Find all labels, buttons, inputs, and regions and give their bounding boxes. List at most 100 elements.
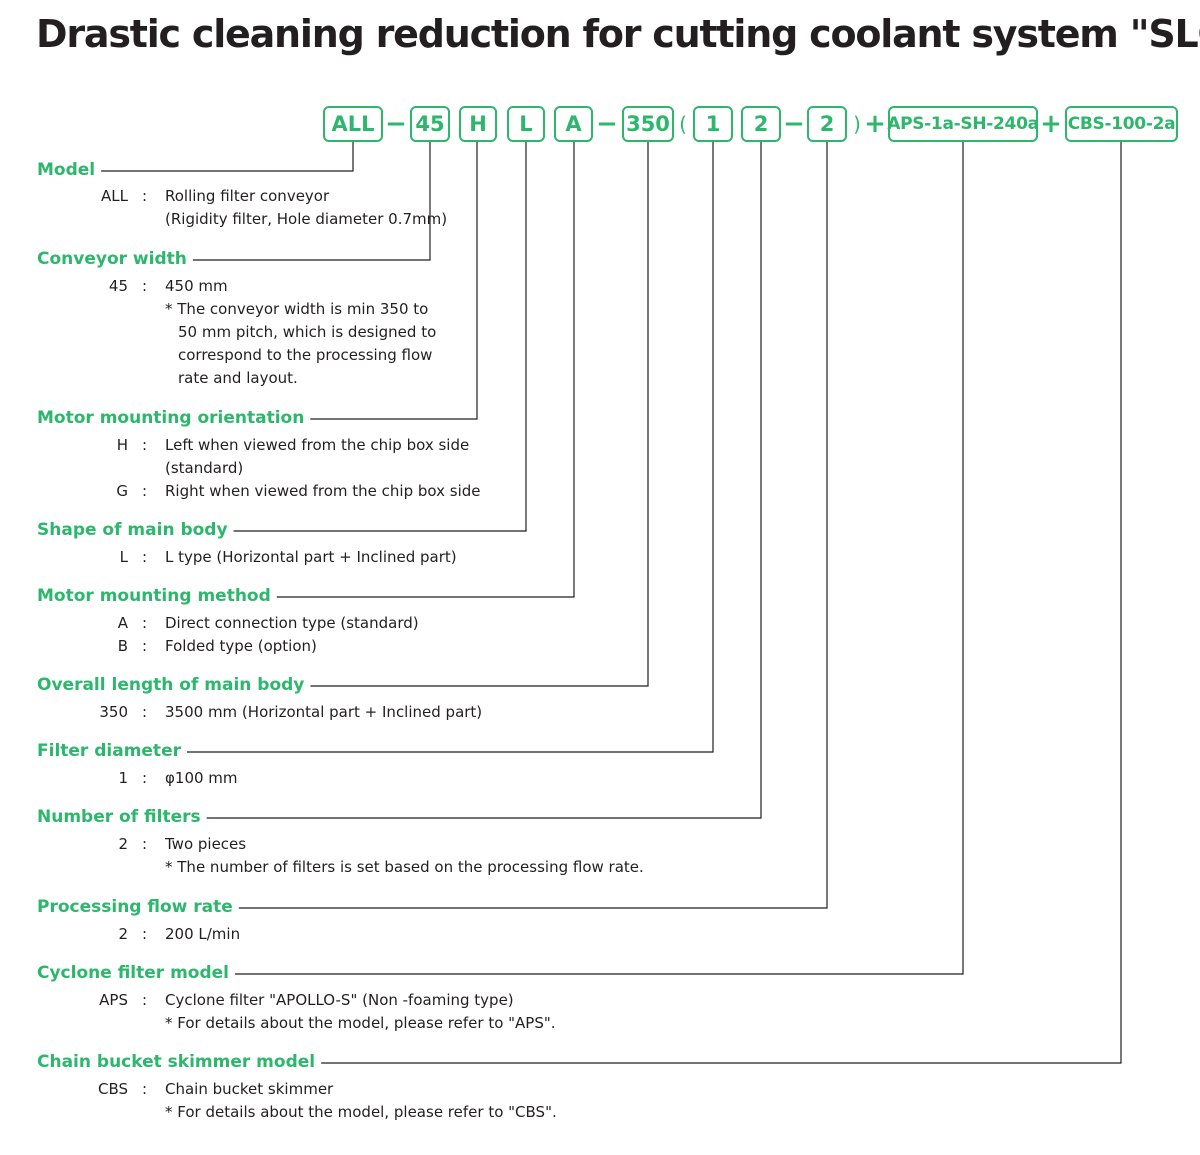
spec-description: * For details about the model, please re…: [165, 1103, 557, 1121]
spec-row: 45:450 mm: [88, 275, 788, 298]
section-heading: Overall length of main body: [37, 675, 309, 695]
spec-description: Left when viewed from the chip box side: [165, 436, 470, 454]
section-heading: Filter diameter: [37, 741, 185, 761]
spec-description: * The conveyor width is min 350 to: [165, 300, 429, 318]
code-separator: +: [864, 109, 886, 139]
section-heading: Motor mounting method: [37, 586, 275, 606]
connector-line: [101, 142, 354, 172]
spec-description: Direct connection type (standard): [165, 614, 419, 632]
spec-description: correspond to the processing flow: [178, 346, 433, 364]
spec-row: * The number of filters is set based on …: [88, 856, 788, 879]
spec-code: ALL: [101, 187, 128, 205]
code-box-cyclone-filter: APS-1a-SH-240a: [887, 106, 1039, 142]
spec-colon: :: [142, 482, 148, 500]
spec-description: (Rigidity filter, Hole diameter 0.7mm): [165, 210, 448, 228]
spec-description: φ100 mm: [165, 769, 238, 787]
spec-colon: :: [142, 637, 148, 655]
code-box-number-of-filters: 2: [741, 106, 781, 142]
section-heading: Processing flow rate: [37, 897, 237, 917]
section-heading: Model: [37, 160, 100, 180]
spec-description: Right when viewed from the chip box side: [165, 482, 481, 500]
connector-line: [186, 142, 714, 753]
spec-row: 50 mm pitch, which is designed to: [88, 321, 788, 344]
spec-description: * The number of filters is set based on …: [165, 858, 644, 876]
spec-row: H: Left when viewed from the chip box sid…: [88, 434, 788, 457]
code-box-model: ALL: [323, 106, 383, 142]
spec-row: (Rigidity filter, Hole diameter 0.7mm): [88, 208, 788, 231]
spec-row: 2:200 L/min: [88, 923, 788, 946]
spec-colon: :: [142, 925, 148, 943]
spec-row: 2: Two pieces: [88, 833, 788, 856]
section-heading: Shape of main body: [37, 520, 232, 540]
spec-description: 450 mm: [165, 277, 228, 295]
spec-code: B: [117, 637, 128, 655]
code-box-conveyor-width: 45: [410, 106, 450, 142]
code-box-motor-method: A: [554, 106, 593, 142]
spec-row: 1:φ100 mm: [88, 767, 788, 790]
spec-code: APS: [99, 991, 128, 1009]
code-box-chain-bucket: CBS-100-2a: [1065, 106, 1178, 142]
connector-line: [310, 142, 649, 687]
section-heading: Number of filters: [37, 807, 205, 827]
code-separator: −: [783, 109, 805, 139]
spec-colon: :: [142, 187, 148, 205]
spec-colon: :: [142, 703, 148, 721]
code-separator: ): [853, 112, 861, 136]
code-separator: −: [596, 109, 618, 139]
section-heading: Chain bucket skimmer model: [37, 1052, 320, 1072]
code-separator: −: [385, 109, 407, 139]
spec-row: rate and layout.: [88, 367, 788, 390]
code-box-body-shape: L: [507, 106, 545, 142]
connector-line: [321, 142, 1122, 1064]
code-box-flow-rate: 2: [807, 106, 847, 142]
connector-line: [192, 142, 431, 261]
spec-row: * The conveyor width is min 350 to: [88, 298, 788, 321]
page-title: Drastic cleaning reduction for cutting c…: [36, 12, 1200, 56]
spec-colon: :: [142, 614, 148, 632]
spec-description: * For details about the model, please re…: [165, 1014, 556, 1032]
spec-row: G: Right when viewed from the chip box si…: [88, 480, 788, 503]
spec-row: (standard): [88, 457, 788, 480]
spec-colon: :: [142, 436, 148, 454]
spec-description: rate and layout.: [178, 369, 298, 387]
connector-line: [310, 142, 478, 420]
connector-line: [206, 142, 762, 819]
spec-code: L: [119, 548, 128, 566]
spec-row: * For details about the model, please re…: [88, 1012, 788, 1035]
section-heading: Conveyor width: [37, 249, 191, 269]
spec-row: A:Direct connection type (standard): [88, 612, 788, 635]
connector-line: [235, 142, 964, 975]
spec-description: 200 L/min: [165, 925, 241, 943]
spec-colon: :: [142, 548, 148, 566]
code-separator: +: [1040, 109, 1062, 139]
spec-code: H: [116, 436, 128, 454]
spec-description: Folded type (option): [165, 637, 317, 655]
code-box-motor-orientation: H: [459, 106, 497, 142]
spec-code: 2: [118, 925, 128, 943]
spec-description: L type (Horizontal part + Inclined part): [165, 548, 457, 566]
spec-code: CBS: [97, 1080, 128, 1098]
connector-line: [233, 142, 527, 532]
code-separator: (: [679, 112, 687, 136]
spec-code: G: [116, 482, 128, 500]
spec-colon: :: [142, 277, 148, 295]
spec-colon: :: [142, 769, 148, 787]
spec-colon: :: [142, 1080, 148, 1098]
connector-line: [276, 142, 575, 598]
spec-code: 350: [99, 703, 128, 721]
code-box-overall-length: 350: [622, 106, 674, 142]
spec-row: B: Folded type (option): [88, 635, 788, 658]
spec-description: Two pieces: [165, 835, 247, 853]
spec-description: Rolling filter conveyor: [165, 187, 330, 205]
spec-colon: :: [142, 835, 148, 853]
spec-description: 3500 mm (Horizontal part + Inclined part…: [165, 703, 483, 721]
section-heading: Cyclone filter model: [37, 963, 233, 983]
spec-row: CBS:Chain bucket skimmer: [88, 1078, 788, 1101]
connector-line: [238, 142, 828, 909]
spec-code: 2: [118, 835, 128, 853]
spec-description: (standard): [165, 459, 244, 477]
spec-description: 50 mm pitch, which is designed to: [178, 323, 437, 341]
spec-row: APS:Cyclone filter "APOLLO-S" (Non -foam…: [88, 989, 788, 1012]
spec-row: correspond to the processing flow: [88, 344, 788, 367]
